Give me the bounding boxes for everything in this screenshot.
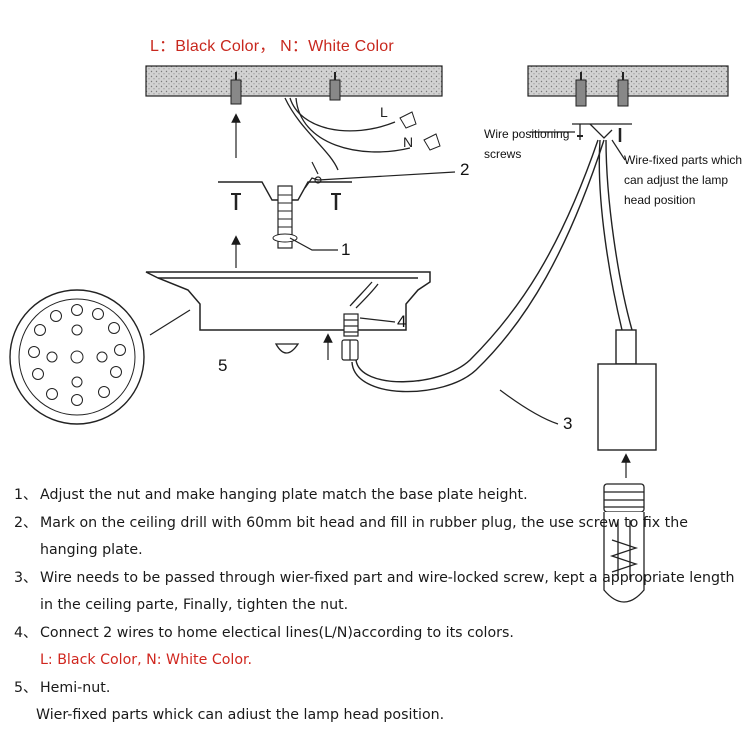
round-base-top-view	[9, 289, 145, 425]
bulb	[603, 483, 645, 603]
step-1: 1、 Adjust the nut and make hanging plate…	[14, 482, 744, 510]
wire-label-l: L	[380, 104, 388, 120]
step-number: 1、	[14, 487, 38, 503]
step-text: Mark on the ceiling drill with 60mm bit …	[40, 514, 688, 559]
callout-1: 1	[341, 240, 351, 259]
ceiling-right	[527, 65, 729, 107]
wire-connector-l	[399, 111, 417, 129]
instruction-steps: 1、 Adjust the nut and make hanging plate…	[14, 482, 744, 730]
callout-5: 5	[218, 356, 228, 375]
step-number: 5、	[14, 679, 38, 696]
right-canopy	[572, 123, 632, 142]
step-text: Connect 2 wires to home electical lines(…	[40, 624, 514, 641]
threaded-rod	[272, 185, 298, 249]
cable-clamp	[341, 313, 359, 361]
plate-screw-left	[231, 193, 241, 210]
callout-leaders	[149, 131, 626, 425]
wire-entry	[349, 281, 379, 309]
lamp-cord	[351, 139, 633, 393]
step-4: 4、 Connect 2 wires to home electical lin…	[14, 620, 744, 675]
home-wires	[284, 97, 411, 171]
step-2: 2、 Mark on the ceiling drill with 60mm b…	[14, 510, 744, 565]
callout-4: 4	[397, 312, 407, 331]
wire-label-n: N	[403, 134, 414, 150]
callout-3: 3	[563, 414, 573, 433]
step-note-red: L: Black Color, N: White Color.	[40, 652, 253, 668]
wire-positioning-screws-note: Wire positioning screws	[484, 127, 570, 161]
ceiling-plug-left-1	[230, 72, 242, 105]
step-3: 3、 Wire needs to be passed through wier-…	[14, 565, 744, 620]
step-text: Adjust the nut and make hanging plate ma…	[40, 487, 528, 503]
step-text: Wire needs to be passed through wier-fix…	[40, 569, 735, 614]
wire-connector-n	[423, 133, 441, 151]
lamp-holder	[597, 329, 657, 451]
callout-2: 2	[460, 160, 470, 179]
hemi-nut	[274, 343, 300, 354]
step-5: 5、 Hemi-nut. Wier-fixed parts whick can …	[14, 675, 744, 730]
step-number: 3、	[14, 569, 38, 586]
ground-terminal	[304, 161, 322, 189]
plate-screw-right	[331, 193, 341, 210]
step-text: Hemi-nut.	[40, 679, 111, 696]
color-legend-title: L：Black Color， N：White Color	[150, 38, 394, 55]
step-number: 4、	[14, 624, 38, 641]
step-number: 2、	[14, 514, 38, 531]
step-note: Wier-fixed parts whick can adiust the la…	[36, 707, 445, 723]
base-plate	[145, 271, 431, 331]
ceiling-left	[145, 65, 443, 97]
ceiling-plug-left-2	[329, 72, 341, 101]
wire-fixed-parts-note: Wire-fixed parts which can adjust the la…	[624, 153, 743, 207]
